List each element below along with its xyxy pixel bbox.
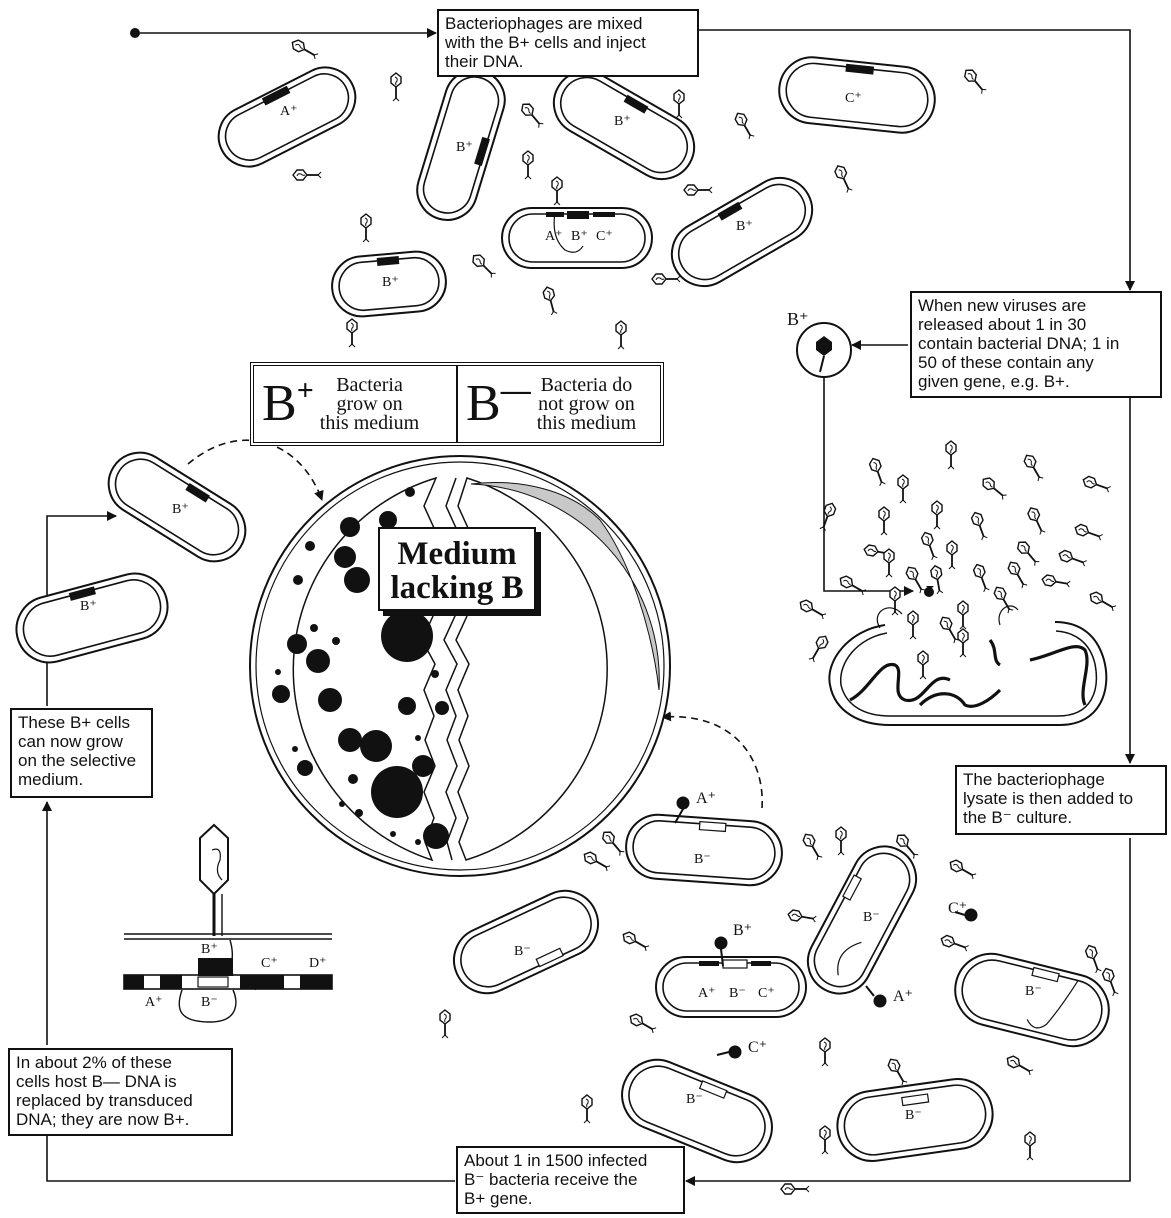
note-viruses-released: When new viruses are released about 1 in… (910, 291, 1162, 398)
bacterium-b-minus-6 (836, 1078, 994, 1162)
lysing-bacterium (828, 586, 1108, 726)
note-cells-grow: These B+ cells can now grow on the selec… (10, 708, 153, 798)
legend-b-minus-desc: Bacteria do not grow on this medium (536, 373, 637, 434)
svg-text:A⁺: A⁺ (545, 229, 563, 244)
legend-b-plus-desc: Bacteria grow on this medium (319, 373, 420, 434)
svg-text:C⁺: C⁺ (748, 1039, 767, 1056)
bacterium-b-plus-2 (552, 70, 696, 180)
top-gene-labels: A⁺ B⁺ B⁺ C⁺ B⁺ A⁺ B⁺ C⁺ B⁺ (280, 91, 862, 290)
bacterium-b-plus-4 (331, 250, 447, 318)
svg-text:B⁺: B⁺ (571, 229, 588, 244)
inset-gene-labels: B⁺ C⁺ D⁺ A⁺ B⁻ (145, 942, 327, 1010)
medium-label: Medium lacking B (378, 527, 536, 611)
bacterium-b-minus-1 (625, 813, 783, 887)
svg-text:B⁻: B⁻ (863, 910, 880, 925)
svg-text:B⁺: B⁺ (787, 309, 809, 329)
note-receive-gene: About 1 in 1500 infected B⁻ bacteria rec… (456, 1146, 685, 1214)
svg-text:A⁺: A⁺ (698, 986, 716, 1001)
cycle-arrows (42, 28, 1135, 1186)
bottom-gene-labels: B⁻ B⁻ A⁺ B⁻ C⁺ B⁻ B⁻ B⁻ B⁻ A⁺ B⁺ C⁺ A⁺ C… (514, 790, 1042, 1123)
bacterium-c-plus (778, 56, 936, 134)
note-phages-mixed: Bacteriophages are mixed with the B+ cel… (437, 9, 699, 77)
recombination-inset (123, 823, 333, 1023)
svg-text:C⁺: C⁺ (596, 229, 613, 244)
svg-text:B⁻: B⁻ (905, 1108, 922, 1123)
note-dna-replaced: In about 2% of these cells host B— DNA i… (8, 1048, 233, 1136)
svg-text:B⁻: B⁻ (694, 852, 711, 867)
svg-text:B⁻: B⁻ (686, 1092, 703, 1107)
svg-text:B⁻: B⁻ (729, 986, 746, 1001)
bacterium-b-plus-left-1 (107, 451, 247, 563)
svg-text:C⁺: C⁺ (845, 91, 862, 106)
svg-text:B⁻: B⁻ (1025, 984, 1042, 999)
svg-text:B⁻: B⁻ (514, 944, 531, 959)
bacterium-abc-minus (655, 956, 807, 1018)
legend-minus-sign: — (500, 374, 531, 407)
bacterium-b-minus-4 (954, 952, 1110, 1048)
left-gene-labels: B⁺ B⁺ (80, 502, 189, 614)
legend-b-minus-letter: B (466, 375, 501, 432)
legend-b-plus-letter: B (262, 375, 297, 432)
svg-text:A⁺: A⁺ (893, 988, 913, 1005)
bacterium-a-plus (217, 66, 357, 168)
svg-text:B⁺: B⁺ (736, 219, 753, 234)
legend-plus-sign: + (296, 374, 314, 407)
bacterium-b-minus-2 (453, 889, 599, 995)
legend-b-minus: B — Bacteria do not grow on this medium (456, 366, 660, 442)
donor-cells-top (217, 56, 936, 318)
bacterium-b-minus-3 (806, 845, 918, 995)
bacterium-b-minus-5 (621, 1058, 773, 1164)
svg-text:A⁺: A⁺ (145, 995, 163, 1010)
svg-text:D⁺: D⁺ (309, 956, 327, 971)
colonies (272, 487, 449, 849)
svg-text:B⁺: B⁺ (614, 114, 631, 129)
svg-text:A⁺: A⁺ (696, 790, 716, 807)
svg-text:B⁻: B⁻ (201, 995, 218, 1010)
bacterium-abc (501, 207, 653, 269)
recipient-cells (453, 813, 1110, 1164)
svg-text:B⁺: B⁺ (172, 502, 189, 517)
transducing-phages-bottom (674, 796, 978, 1059)
svg-text:B⁺: B⁺ (80, 599, 97, 614)
transduced-cells (15, 451, 247, 664)
medium-legend: B + Bacteria grow on this medium B — Bac… (250, 362, 664, 446)
bacterium-b-plus-left-2 (15, 572, 169, 664)
svg-text:A⁺: A⁺ (280, 104, 298, 119)
svg-text:C⁺: C⁺ (261, 956, 278, 971)
legend-b-plus: B + Bacteria grow on this medium (254, 366, 456, 442)
note-lysate-added: The bacteriophage lysate is then added t… (955, 765, 1167, 835)
svg-text:B⁺: B⁺ (201, 942, 218, 957)
transducing-phage-highlight: B⁺ (787, 309, 852, 378)
svg-text:B⁺: B⁺ (733, 922, 752, 939)
svg-text:B⁺: B⁺ (382, 275, 399, 290)
svg-text:C⁺: C⁺ (948, 900, 967, 917)
svg-text:B⁺: B⁺ (456, 140, 473, 155)
svg-text:C⁺: C⁺ (758, 986, 775, 1001)
bacterium-b-plus-3 (670, 177, 814, 287)
